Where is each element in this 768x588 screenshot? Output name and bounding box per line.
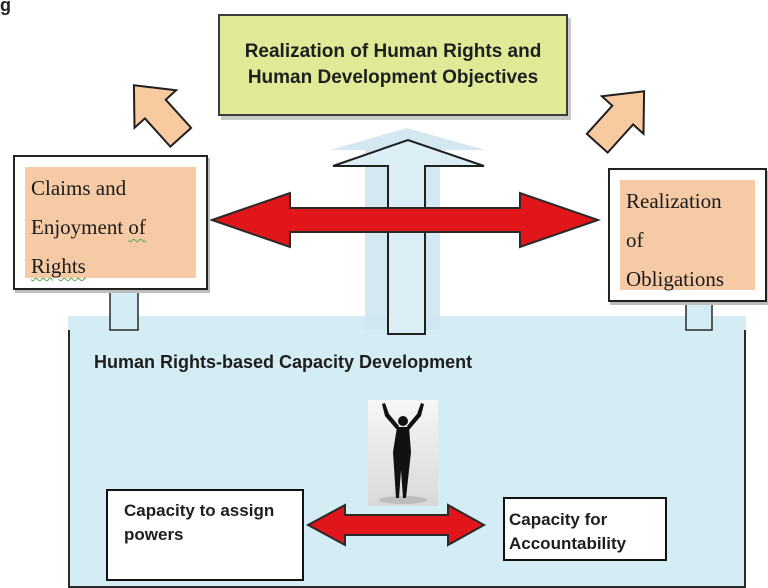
capacity-assign-powers-box: Capacity to assign powers <box>106 489 304 581</box>
claims-line-2: Enjoyment of <box>31 208 190 247</box>
obligations-line-2: of <box>626 228 644 252</box>
red-double-arrow-large <box>208 191 602 249</box>
claims-connector <box>109 287 139 331</box>
capacity-development-title: Human Rights-based Capacity Development <box>94 352 473 372</box>
obligations-line-3: Obligations <box>626 267 724 291</box>
goal-box: Realization of Human Rights and Human De… <box>218 14 568 116</box>
claims-line-2-of: of <box>128 215 146 239</box>
red-double-arrow-small <box>305 503 487 547</box>
claims-line-1: Claims and <box>31 176 127 200</box>
person-figure-image <box>368 400 438 506</box>
claims-line-3-word: Rights <box>31 254 86 278</box>
capacity-accountability-label: Capacity for Accountability <box>509 510 627 553</box>
capacity-accountability-box: Capacity for Accountability <box>503 497 667 561</box>
diagram-arrows-layer <box>68 84 746 547</box>
up-arrow-outline <box>332 138 485 335</box>
corner-text-fragment: g <box>0 0 11 15</box>
left-peach-arrow <box>132 84 193 149</box>
claims-text: Claims and Enjoyment of Rights <box>25 167 196 278</box>
obligations-text: Realization of Obligations <box>620 180 755 291</box>
claims-line-3: Rights <box>31 247 190 286</box>
obligations-connector <box>685 299 713 331</box>
obligations-line-1: Realization <box>626 189 722 213</box>
realization-of-obligations-box: Realization of Obligations <box>608 168 767 302</box>
right-peach-arrow <box>585 90 646 155</box>
goal-text: Realization of Human Rights and Human De… <box>244 41 542 88</box>
capacity-assign-powers-label: Capacity to assign powers <box>124 501 275 544</box>
claims-line-2-main: Enjoyment <box>31 215 129 239</box>
claims-and-enjoyment-box: Claims and Enjoyment of Rights <box>13 155 208 290</box>
